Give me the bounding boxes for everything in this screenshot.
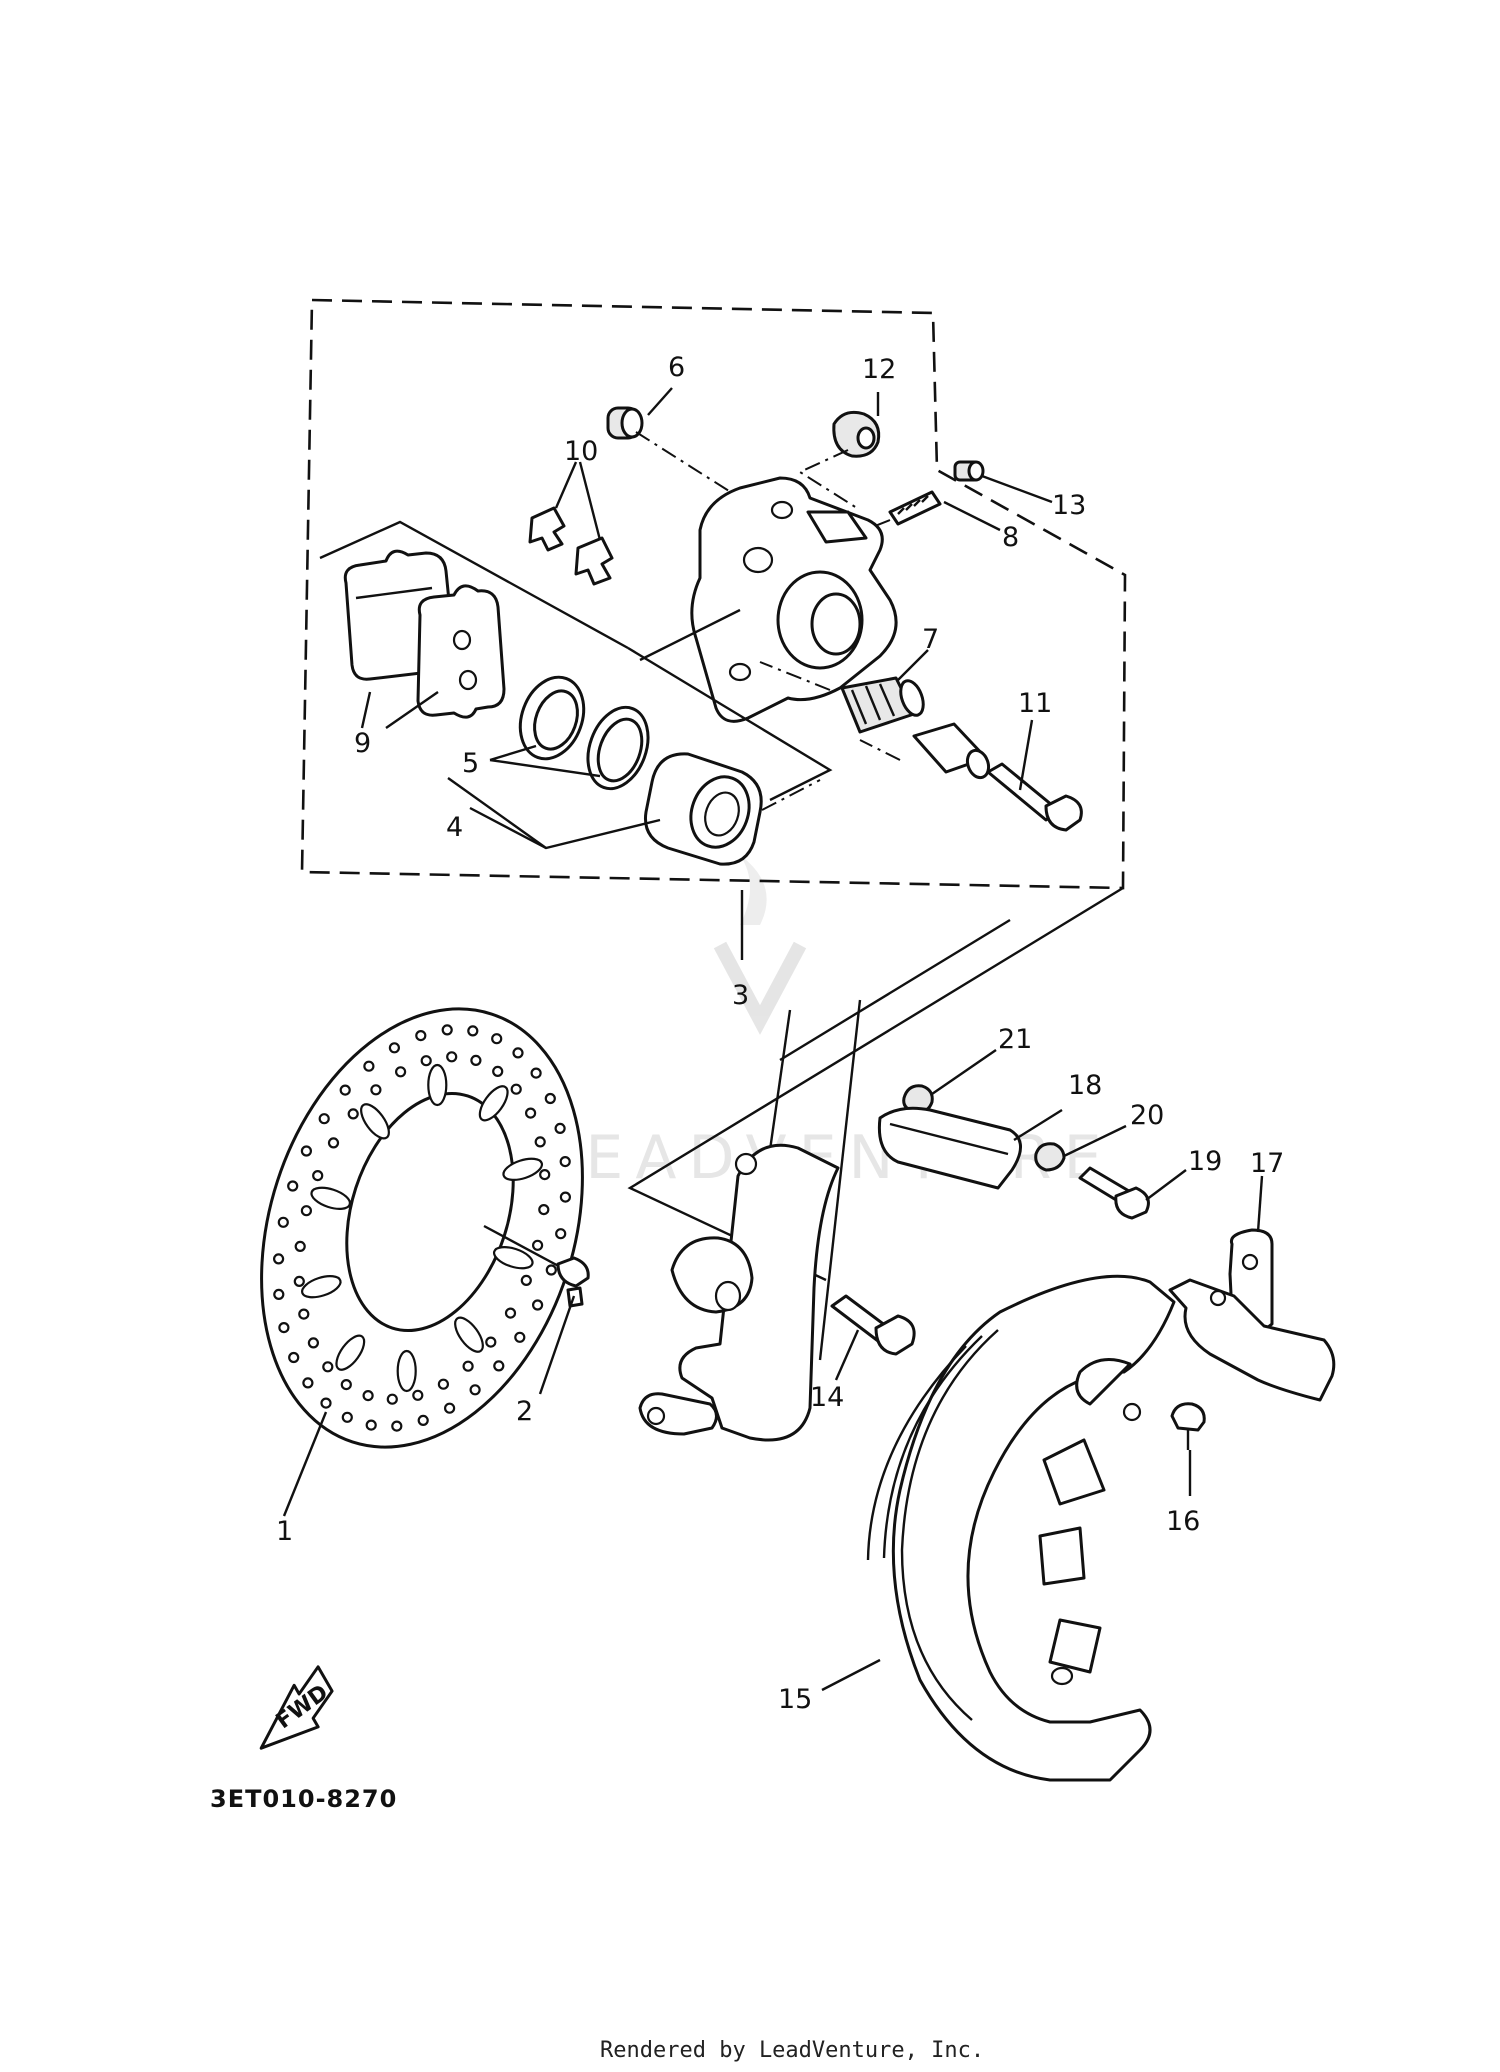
washer-part [1034, 1142, 1066, 1172]
footer-credit: Rendered by LeadVenture, Inc. [600, 2038, 984, 2063]
piston-seal-part [518, 675, 650, 791]
callout-15: 15 [778, 1684, 812, 1715]
screw-part [1078, 1166, 1150, 1220]
callout-1: 1 [276, 1516, 293, 1547]
caliper-assembly-boundary [300, 298, 1127, 890]
watermark-logo [713, 855, 807, 1035]
caliper-body-part [690, 476, 898, 723]
callout-5: 5 [462, 748, 479, 779]
bleed-screw-cap-part [953, 460, 985, 482]
callout-2: 2 [516, 1396, 533, 1427]
callout-17: 17 [1250, 1148, 1284, 1179]
disc-cover-part [866, 1274, 1176, 1782]
callout-11: 11 [1018, 688, 1052, 719]
callout-21: 21 [998, 1024, 1032, 1055]
bleed-cap-part [606, 406, 644, 440]
boot-part [832, 410, 881, 458]
cable-holder-part [1168, 1228, 1336, 1402]
callout-3: 3 [732, 980, 749, 1011]
brake-disc-part [260, 1007, 584, 1449]
forward-direction-indicator: FWD [259, 1665, 334, 1750]
callout-16: 16 [1166, 1506, 1200, 1537]
caliper-bolt-part [986, 762, 1083, 832]
fork-leg-part [638, 999, 862, 1442]
brake-pad-part [343, 549, 506, 719]
cover-screw-part [1170, 1402, 1206, 1450]
guide-part [877, 1106, 1022, 1190]
callout-9: 9 [354, 728, 371, 759]
diagram-code: 3ET010-8270 [210, 1785, 397, 1813]
callout-20: 20 [1130, 1100, 1164, 1131]
callout-12: 12 [862, 354, 896, 385]
callout-18: 18 [1068, 1070, 1102, 1101]
pad-spring-part [528, 506, 614, 586]
callout-14: 14 [810, 1382, 844, 1413]
callout-13: 13 [1052, 490, 1086, 521]
callout-labels: 1 2 3 4 5 6 7 8 9 10 11 12 13 14 15 16 1… [276, 352, 1284, 1715]
callout-10: 10 [564, 436, 598, 467]
callout-8: 8 [1002, 522, 1019, 553]
disc-bolt-part [556, 1256, 590, 1308]
pin-boot-part [840, 676, 925, 734]
fork-bolt-part [830, 1294, 916, 1356]
callout-6: 6 [668, 352, 685, 383]
callout-19: 19 [1188, 1146, 1222, 1177]
pin-sleeve-part [912, 722, 991, 780]
callout-4: 4 [446, 812, 463, 843]
callout-7: 7 [922, 624, 939, 655]
caliper-piston-part [643, 752, 763, 866]
bleed-screw-part [888, 490, 942, 526]
